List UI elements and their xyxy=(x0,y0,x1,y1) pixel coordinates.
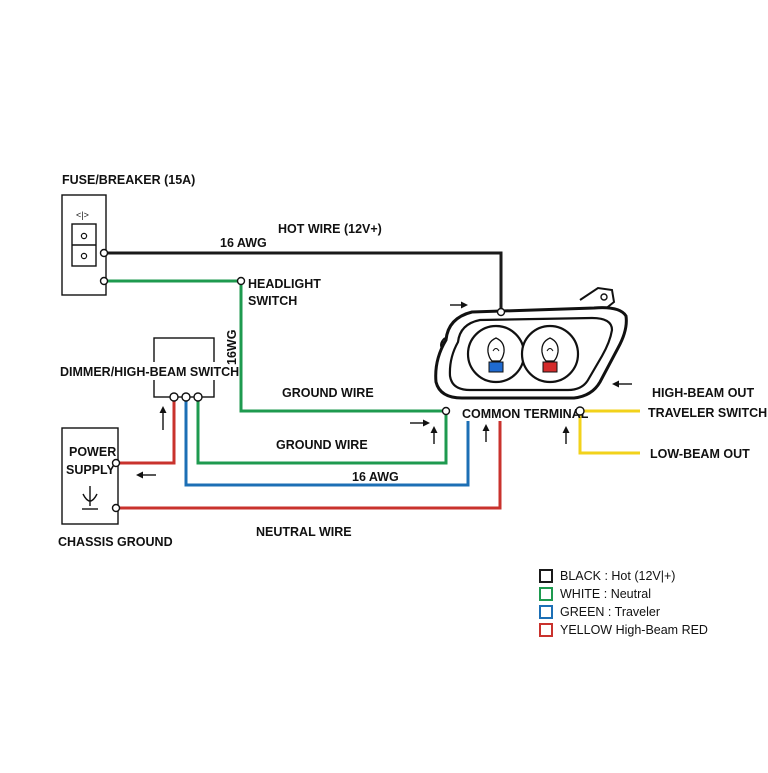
legend-swatch xyxy=(539,623,553,637)
common-right-arrow xyxy=(410,419,430,427)
fuse-terminal-out xyxy=(99,276,109,286)
ground-wire-label-2: GROUND WIRE xyxy=(276,438,368,452)
high-beam-left-arrow xyxy=(612,380,632,388)
legend-item: GREEN : Traveler xyxy=(539,605,660,619)
ground-wire-label-1: GROUND WIRE xyxy=(282,386,374,400)
power-supply-terminal-neutral xyxy=(111,503,121,513)
traveler-wire xyxy=(184,397,470,487)
power-left-arrow xyxy=(136,471,156,479)
chassis-ground-label: CHASSIS GROUND xyxy=(58,535,173,549)
fuse-icon: <|> xyxy=(71,210,97,267)
headlight-switch-label-1: HEADLIGHT xyxy=(248,277,321,291)
awg-top-label: 16 AWG xyxy=(220,236,267,250)
legend-item: BLACK : Hot (12V|+) xyxy=(539,569,675,583)
power-supply-terminal-positive xyxy=(111,458,121,468)
low-beam-out-wire xyxy=(578,411,640,455)
fuse-breaker-label: FUSE/BREAKER (15A) xyxy=(62,173,195,187)
legend-label: WHITE : Neutral xyxy=(560,587,651,601)
headlamp-right-arrow xyxy=(450,301,468,309)
headlight-switch-terminal xyxy=(236,276,246,286)
dimmer-up-arrow xyxy=(159,406,167,430)
headlight-switch-label-2: SWITCH xyxy=(248,294,297,308)
legend-swatch xyxy=(539,605,553,619)
traveler-switch-label: TRAVELER SWITCH xyxy=(648,406,767,420)
bulb-icon xyxy=(541,337,559,373)
legend-swatch xyxy=(539,587,553,601)
power-supply-box xyxy=(61,427,119,525)
legend: BLACK : Hot (12V|+) WHITE : NeutralGREEN … xyxy=(539,569,708,637)
common-terminal-label: COMMON TERMINAL xyxy=(462,407,589,421)
traveler-switch-terminal xyxy=(575,406,585,416)
hot-wire xyxy=(104,251,503,312)
fuse-terminal-hot xyxy=(99,248,109,258)
dimmer-terminal-red xyxy=(169,392,179,402)
awg-mid-label: 16 AWG xyxy=(352,470,399,484)
neutral-wire xyxy=(116,421,502,510)
ground-wire-lower xyxy=(196,397,448,465)
high-beam-out-label: HIGH-BEAM OUT xyxy=(652,386,754,400)
legend-label: BLACK : Hot (12V|+) xyxy=(560,569,675,583)
legend-item: WHITE : Neutral xyxy=(539,587,651,601)
ground-icon xyxy=(82,486,98,510)
neutral-wire-label: NEUTRAL WIRE xyxy=(256,525,352,539)
power-supply-label-2: SUPPLY xyxy=(66,463,116,477)
hot-wire-label: HOT WIRE (12V+) xyxy=(278,222,382,236)
bulb-icon xyxy=(487,337,505,373)
dimmer-switch-label: DIMMER/HIGH-BEAM SWITCH xyxy=(60,365,239,379)
legend-swatch xyxy=(539,569,553,583)
common-up-arrow-3 xyxy=(562,426,570,444)
dimmer-power-wire xyxy=(116,397,176,465)
common-terminal-green xyxy=(441,406,451,416)
legend-label: YELLOW High-Beam RED xyxy=(560,623,708,637)
dimmer-terminal-blue xyxy=(181,392,191,402)
headlight-switch-wire xyxy=(104,279,446,413)
legend-item: YELLOW High-Beam RED xyxy=(539,623,708,637)
headlamp-hot-terminal xyxy=(496,307,506,317)
legend-label: GREEN : Traveler xyxy=(560,605,660,619)
low-beam-out-label: LOW-BEAM OUT xyxy=(650,447,750,461)
power-supply-label-1: POWER xyxy=(69,445,116,459)
dimmer-terminal-green xyxy=(193,392,203,402)
svg-text:<|>: <|> xyxy=(76,210,89,220)
common-up-arrow-1 xyxy=(430,426,438,444)
wg16-label: 16WG xyxy=(225,330,239,365)
common-up-arrow-2 xyxy=(482,424,490,442)
